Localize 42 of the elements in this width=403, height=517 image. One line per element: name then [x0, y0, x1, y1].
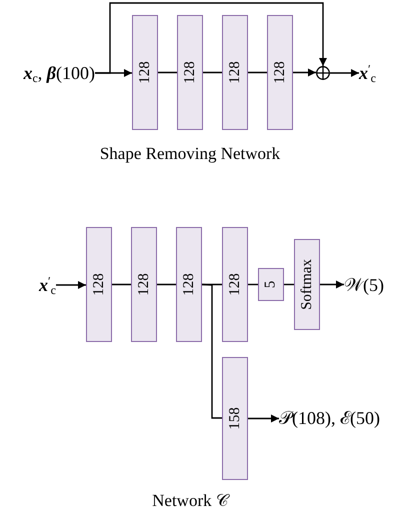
- layer-size-label: 128: [92, 273, 106, 296]
- layer-box: [294, 239, 320, 330]
- io-label: x$_{c}$, β(100): [23, 64, 95, 82]
- connector-line: [157, 284, 176, 286]
- layer-box: [177, 15, 203, 130]
- arrow: [56, 281, 86, 289]
- layer-box: [132, 15, 158, 130]
- layer-box: [176, 227, 202, 342]
- layer-size-label: 128: [228, 273, 242, 296]
- layer-size-label: 128: [182, 61, 198, 84]
- connector-line: [202, 284, 222, 419]
- layer-size-label: Softmax: [300, 259, 314, 310]
- arrow: [248, 414, 279, 422]
- connector-line: [203, 72, 222, 74]
- layer-size-label: 5: [264, 280, 278, 288]
- layer-size-label: 128: [228, 61, 242, 84]
- layer-box: [86, 227, 112, 342]
- connector-line: [112, 284, 131, 286]
- arrow: [95, 2, 327, 74]
- arrow: [330, 69, 359, 77]
- connector-line: [248, 72, 267, 74]
- layer-size-label: 128: [272, 61, 288, 84]
- layer-size-label: 158: [228, 407, 242, 430]
- sum-circle: [316, 66, 330, 80]
- network-caption: Shape Removing Network: [98, 143, 282, 164]
- layer-box: [222, 357, 248, 480]
- layer-size-label: 128: [182, 273, 196, 296]
- layer-box: [267, 15, 293, 130]
- layer-size-label: 128: [136, 273, 152, 296]
- arrow: [293, 68, 316, 76]
- io-label: 𝒲(5): [344, 276, 384, 294]
- layer-box: [258, 268, 284, 301]
- connector-line: [158, 72, 177, 74]
- arrow: [320, 280, 344, 288]
- connector-line: [248, 284, 258, 286]
- connector-line: [284, 284, 294, 286]
- layer-size-label: 128: [138, 61, 152, 84]
- layer-box: [131, 227, 157, 342]
- network-caption: Network 𝒞: [151, 490, 231, 512]
- layer-box: [222, 15, 248, 130]
- layer-box: [222, 227, 248, 342]
- io-label: 𝒫(108), ℰ(50): [279, 409, 380, 427]
